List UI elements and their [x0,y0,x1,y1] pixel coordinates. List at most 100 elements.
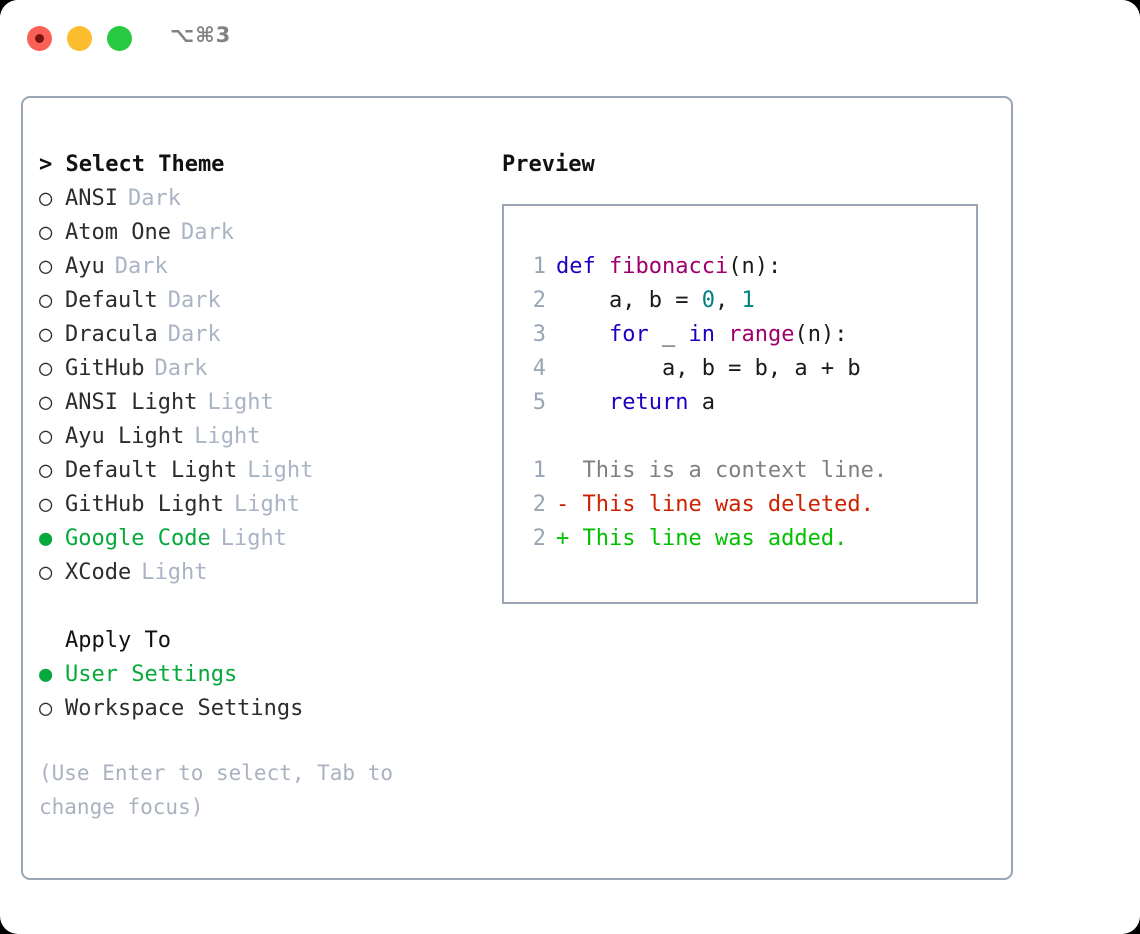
diff-text: This line was added. [582,526,848,551]
code-token: (n): [728,254,782,279]
theme-variant-tag: Light [194,424,261,449]
radio-unselected-icon: ○ [39,186,53,211]
code-token: 0 [701,288,715,313]
line-number: 2 [532,526,546,551]
line-number: 1 [532,254,546,279]
theme-list-item[interactable]: ○ Ayu Dark [39,250,479,284]
diff-text: This is a context line. [582,458,888,483]
radio-unselected-icon: ○ [39,356,53,381]
theme-list-item[interactable]: ○ GitHub Dark [39,352,479,386]
theme-list-item[interactable]: ○ Ayu Light Light [39,420,479,454]
apply-to-item[interactable]: ○ Workspace Settings [39,692,479,726]
code-token [556,390,609,415]
theme-variant-tag: Dark [154,356,208,381]
radio-unselected-icon: ○ [39,220,53,245]
radio-unselected-icon: ○ [39,390,53,415]
radio-unselected-icon: ○ [39,322,53,347]
radio-unselected-icon: ○ [39,288,53,313]
apply-to-item[interactable]: ● User Settings [39,658,479,692]
apply-to-label: Workspace Settings [65,696,304,721]
theme-variant-tag: Dark [127,186,181,211]
code-token: (n): [794,322,848,347]
code-line: 3 for _ in range(n): [520,318,976,352]
theme-name: XCode [65,560,132,585]
theme-list-item[interactable]: ○ ANSI Dark [39,182,479,216]
line-number: 2 [532,288,546,313]
theme-name: ANSI [65,186,118,211]
radio-unselected-icon: ○ [39,424,53,449]
code-token: range [728,322,795,347]
radio-unselected-icon: ○ [39,492,53,517]
close-icon [35,34,44,43]
theme-list-item[interactable]: ● Google Code Light [39,522,479,556]
apply-to-label: User Settings [65,662,238,687]
apply-to-list: ● User Settings ○ Workspace Settings [39,658,479,726]
minimize-button[interactable] [67,26,92,51]
code-token: def [556,254,596,279]
theme-variant-tag: Light [207,390,274,415]
code-token: 1 [741,288,755,313]
radio-unselected-icon: ○ [39,696,53,721]
theme-variant-tag: Light [141,560,208,585]
code-line: 4 a, b = b, a + b [520,352,976,386]
diff-line: 1 This is a context line. [520,454,976,488]
theme-name: Default [65,288,158,313]
diff-text: This line was deleted. [582,492,874,517]
code-token: , [714,288,742,313]
code-token [556,322,609,347]
code-token [715,322,728,347]
theme-variant-tag: Light [247,458,314,483]
theme-name: Default Light [65,458,238,483]
theme-variant-tag: Light [233,492,301,517]
code-diff-separator [520,420,976,454]
title-bar: ⌥⌘3 [0,0,1140,78]
line-number: 1 [532,458,546,483]
radio-selected-icon: ● [39,526,53,551]
radio-unselected-icon: ○ [39,254,53,279]
theme-list-item[interactable]: ○ Default Dark [39,284,479,318]
theme-list-item[interactable]: ○ ANSI Light Light [39,386,479,420]
theme-variant-tag: Dark [167,288,221,313]
theme-list-item[interactable]: ○ GitHub Light Light [39,488,479,522]
theme-name: Dracula [65,322,158,347]
theme-variant-tag: Light [220,526,287,551]
theme-name: Google Code [65,526,211,551]
theme-variant-tag: Dark [114,254,168,279]
diff-marker [556,458,583,483]
radio-selected-icon: ● [39,662,53,687]
theme-name: GitHub Light [65,492,224,517]
line-number: 4 [532,356,546,381]
theme-name: GitHub [65,356,145,381]
line-number: 3 [532,322,546,347]
preview-title: Preview [502,152,595,177]
diff-marker: - [556,492,583,517]
code-token [596,254,609,279]
code-token: in [688,322,715,347]
keyboard-hint-text: (Use Enter to select, Tab to change focu… [39,761,406,819]
code-token: a, b = b, a + b [556,356,861,381]
diff-sample: 1 This is a context line.2- This line wa… [520,454,976,556]
code-token: a, b = [556,288,702,313]
maximize-button[interactable] [107,26,132,51]
line-number: 2 [532,492,546,517]
theme-name: Ayu [65,254,105,279]
code-line: 2 a, b = 0, 1 [520,284,976,318]
apply-to-header: Apply To [65,628,171,653]
diff-marker: + [556,526,583,551]
code-token: return [608,390,689,415]
theme-name: ANSI Light [65,390,198,415]
diff-line: 2- This line was deleted. [520,488,976,522]
theme-name: Ayu Light [65,424,185,449]
keyboard-shortcut-label: ⌥⌘3 [170,23,232,47]
